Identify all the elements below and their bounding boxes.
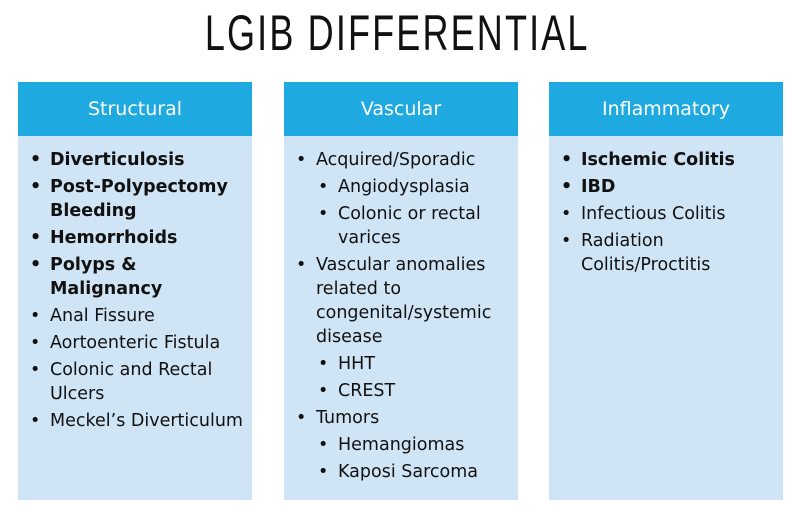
sub-list-item: Angiodysplasia (318, 175, 510, 199)
column-header: Structural (18, 82, 252, 136)
column-header: Vascular (284, 82, 518, 136)
list-item: Meckel’s Diverticulum (30, 409, 244, 433)
sub-list-item: Kaposi Sarcoma (318, 460, 510, 484)
list-item: Acquired/Sporadic (296, 148, 510, 172)
list-item: Post-Polypectomy Bleeding (30, 175, 244, 223)
sub-list-item: Colonic or rectal varices (318, 202, 510, 250)
sub-list-item: CREST (318, 379, 510, 403)
column-inflammatory: Inflammatory Ischemic ColitisIBD Infectio… (549, 82, 783, 500)
list-item: Hemorrhoids (30, 226, 244, 250)
sub-list-item: Hemangiomas (318, 433, 510, 457)
list-item: Infectious Colitis (561, 202, 775, 226)
list-item: Polyps & Malignancy (30, 253, 244, 301)
list-item: Diverticulosis (30, 148, 244, 172)
item-list: Ischemic ColitisIBD Infectious ColitisRad… (549, 136, 783, 277)
slide-title: LGIB DIFFERENTIAL (0, 4, 795, 62)
list-item: Aortoenteric Fistula (30, 331, 244, 355)
column-vascular: Vascular Acquired/SporadicAngiodysplasia… (284, 82, 518, 500)
column-header: Inflammatory (549, 82, 783, 136)
sub-list-item: HHT (318, 352, 510, 376)
slide-title-text: LGIB DIFFERENTIAL (205, 5, 590, 61)
list-item: Anal Fissure (30, 304, 244, 328)
list-item: Tumors (296, 406, 510, 430)
list-item: Ischemic Colitis (561, 148, 775, 172)
list-item: Vascular anomalies related to congenital… (296, 253, 510, 349)
list-item: IBD (561, 175, 775, 199)
list-item: Colonic and Rectal Ulcers (30, 358, 244, 406)
list-item: Radiation Colitis/Proctitis (561, 229, 775, 277)
item-list: Acquired/SporadicAngiodysplasiaColonic o… (284, 136, 518, 484)
item-list: DiverticulosisPost-Polypectomy BleedingH… (18, 136, 252, 433)
column-structural: Structural DiverticulosisPost-Polypectom… (18, 82, 252, 500)
